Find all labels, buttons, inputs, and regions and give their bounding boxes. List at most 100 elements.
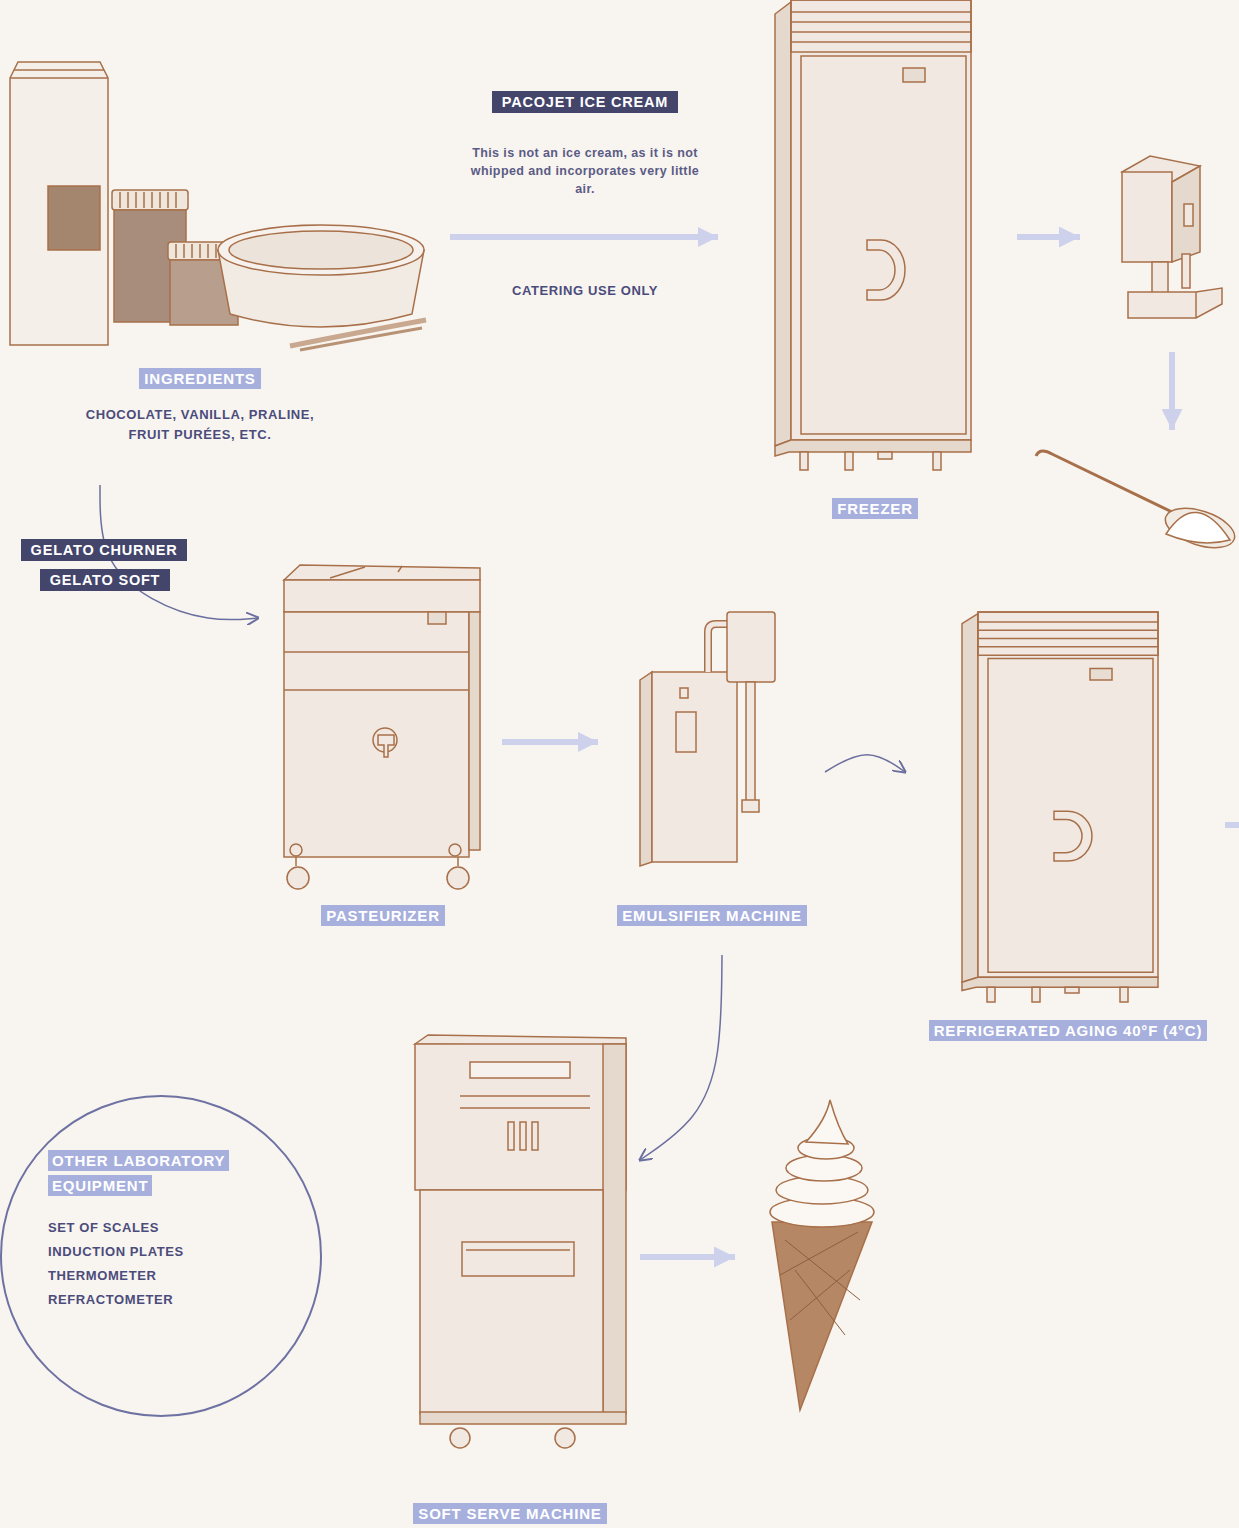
flow-arrow <box>502 739 598 745</box>
soft-serve-drawing-part <box>460 1096 590 1108</box>
spoon-drawing <box>1036 451 1239 555</box>
edge-label: PACOJET ICE CREAM <box>492 91 678 113</box>
spoon-drawing-part <box>1161 501 1239 556</box>
ingredients-drawing-part <box>10 62 108 345</box>
pasteurizer-drawing-part <box>290 844 302 856</box>
emulsifier-drawing-part <box>680 688 688 698</box>
ingredients-drawing-part <box>112 190 188 210</box>
cone-drawing <box>770 1100 874 1410</box>
cone-drawing-part <box>780 1232 860 1335</box>
pacojet-drawing-part <box>1195 292 1197 318</box>
emulsifier-drawing-part <box>652 672 737 862</box>
pasteurizer-drawing-part <box>284 565 480 580</box>
emulsifier-drawing-part <box>640 672 652 866</box>
process-tag: GELATO CHURNER <box>21 539 188 561</box>
pacojet-drawing <box>1122 156 1222 318</box>
pacojet-drawing-part <box>1182 254 1190 288</box>
cone-drawing-part <box>772 1222 872 1410</box>
spoon-drawing-part <box>1036 451 1172 512</box>
freezer-drawing <box>775 0 971 470</box>
soft-serve-unit: SOFT SERVE MACHINE <box>395 1030 640 1528</box>
soft-serve-drawing <box>415 1035 626 1448</box>
ingredients-group: INGREDIENTS CHOCOLATE, VANILLA, PRALINE, … <box>0 60 450 485</box>
ingredients-drawing <box>10 62 426 350</box>
pasteurizer-drawing-part <box>330 566 402 578</box>
freezer-drawing-part <box>775 0 971 470</box>
circle-border <box>1 1096 321 1416</box>
soft-serve-drawing-part <box>420 1412 626 1424</box>
curved-arrow <box>825 755 905 772</box>
emulsifier-drawing <box>640 612 775 866</box>
ingredients-drawing-part <box>218 225 424 275</box>
text-holder: INGREDIENTS <box>0 368 400 390</box>
edge-label-holder: PACOJET ICE CREAM <box>460 91 710 113</box>
soft-serve-drawing-part <box>450 1428 470 1448</box>
pasteurizer-drawing-part <box>284 580 480 612</box>
pacojet-drawing-part <box>1122 172 1172 262</box>
pasteurizer-drawing-part <box>378 735 394 757</box>
text-holder: PASTEURIZER <box>283 905 483 927</box>
ingredients-drawing-part <box>300 328 422 350</box>
text-holder: FREEZER <box>775 498 975 520</box>
text-holder: INDUCTION PLATES <box>48 1242 288 1262</box>
aging-fridge-drawing <box>962 612 1158 1002</box>
flow-arrow <box>450 234 718 240</box>
pasteurizer-drawing-part <box>428 612 446 624</box>
emulsifier-drawing-part <box>742 800 759 812</box>
text-holder: CHOCOLATE, VANILLA, PRALINE, FRUIT PURÉE… <box>70 405 330 445</box>
pacojet-drawing-part <box>1152 262 1168 294</box>
soft-serve-drawing-part <box>420 1190 603 1414</box>
ingredients-drawing-part <box>229 231 413 269</box>
curved-arrow <box>640 955 722 1160</box>
soft-serve-drawing-part <box>462 1242 574 1276</box>
flow-arrows-part <box>640 1254 735 1260</box>
pasteurizer-drawing-part <box>447 867 469 889</box>
pasteurizer-drawing-part <box>284 612 469 857</box>
text-holder: EMULSIFIER MACHINE <box>592 905 832 927</box>
node-label: OTHER LABORATORY EQUIPMENT <box>48 1150 229 1196</box>
emulsifier-drawing-part <box>727 612 775 682</box>
node-label: INGREDIENTS <box>139 368 260 389</box>
ingredients-drawing-part <box>48 186 100 250</box>
text-holder: REFRIGERATED AGING 40°F (4°C) <box>903 1020 1233 1042</box>
emulsifier-drawing-part <box>746 682 755 802</box>
flow-arrows-part <box>1225 822 1239 828</box>
aging-unit: REFRIGERATED AGING 40°F (4°C) <box>905 605 1239 1050</box>
process-tag: GELATO SOFT <box>40 569 171 591</box>
node-label: FREEZER <box>832 498 918 519</box>
text-holder: SET OF SCALES <box>48 1218 288 1238</box>
node-body-text: INDUCTION PLATES <box>48 1244 184 1259</box>
text-holder: OTHER LABORATORY EQUIPMENT <box>48 1148 273 1198</box>
cone-drawing-part <box>806 1100 848 1144</box>
spoon-drawing-part <box>1166 512 1230 543</box>
pasteurizer-drawing-part <box>469 612 480 850</box>
flow-arrows-part <box>1017 234 1080 240</box>
text-holder: SOFT SERVE MACHINE <box>390 1503 630 1525</box>
emulsifier-drawing-part <box>708 624 728 672</box>
soft-serve-drawing-part <box>520 1122 526 1150</box>
aging-fridge-drawing-part <box>962 612 1158 1002</box>
label-holder: CATERING USE ONLY <box>460 281 710 301</box>
pasteurizer-drawing-part <box>287 867 309 889</box>
pacojet-drawing-part <box>1184 204 1193 226</box>
pasteurizer-drawing-part <box>449 844 461 856</box>
soft-serve-drawing-part <box>470 1062 570 1078</box>
pacojet-drawing-part <box>1128 288 1222 318</box>
node-body-text: REFRACTOMETER <box>48 1292 173 1307</box>
ingredients-drawing-part <box>120 192 176 208</box>
label-holder: GELATO CHURNER <box>10 539 198 561</box>
flow-arrows <box>640 237 1239 1257</box>
emulsifier-drawing-part <box>676 712 696 752</box>
pasteurizer-drawing-part <box>284 652 469 690</box>
label-holder: This is not an ice cream, as it is not w… <box>460 143 710 197</box>
soft-serve-drawing-part <box>466 1249 570 1251</box>
node-label: REFRIGERATED AGING 40°F (4°C) <box>929 1020 1208 1041</box>
label-holder: GELATO SOFT <box>34 569 176 591</box>
equipment-circle: OTHER LABORATORY EQUIPMENT SET OF SCALES I… <box>0 1096 324 1416</box>
text-holder: THERMOMETER <box>48 1266 288 1286</box>
freezer-unit: FREEZER <box>718 0 990 525</box>
